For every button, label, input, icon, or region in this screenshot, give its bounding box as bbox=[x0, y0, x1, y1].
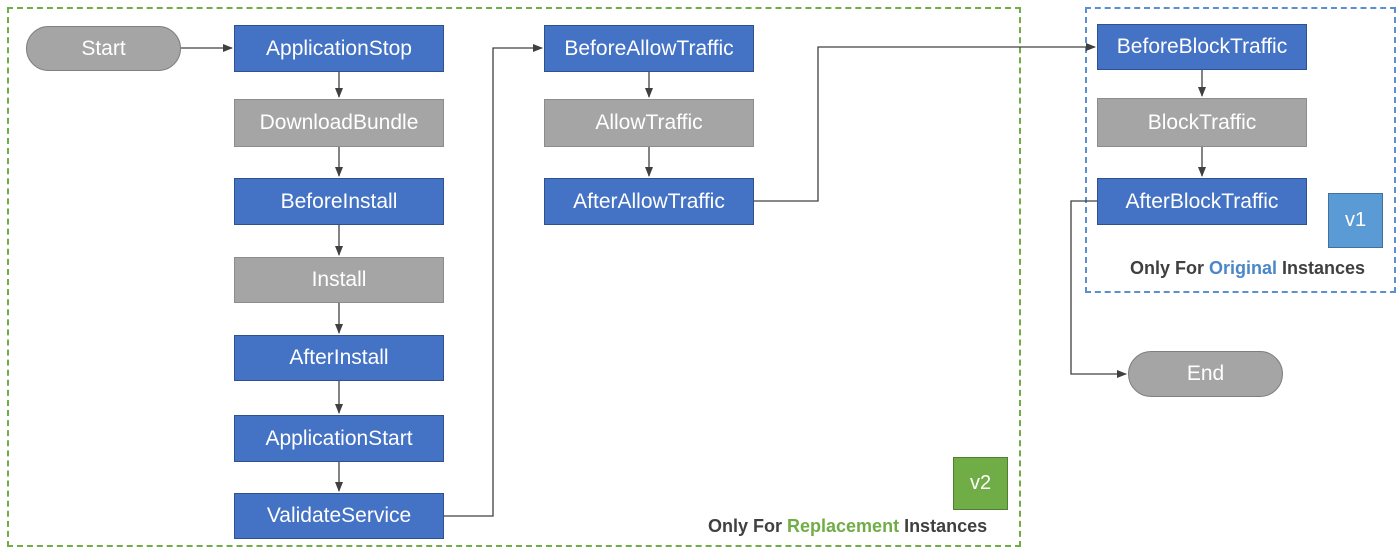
blocktraffic-node: BlockTraffic bbox=[1097, 98, 1307, 147]
end-label: End bbox=[1186, 362, 1225, 385]
original-caption-prefix: Only For bbox=[1130, 258, 1210, 278]
end-node: End bbox=[1128, 351, 1283, 397]
allowtraffic-label: AllowTraffic bbox=[595, 111, 703, 134]
downloadbundle-node: DownloadBundle bbox=[234, 99, 444, 147]
afterinstall-label: AfterInstall bbox=[289, 346, 389, 369]
beforeinstall-node: BeforeInstall bbox=[234, 178, 444, 225]
beforeblocktraffic-node: BeforeBlockTraffic bbox=[1097, 24, 1307, 70]
arrow-afterblocktraffic-to-end bbox=[1070, 200, 1127, 378]
replacement-caption-accent: Replacement bbox=[787, 516, 900, 536]
original-instances-caption: Only For Original Instances bbox=[1130, 258, 1365, 279]
v1-badge-label: v1 bbox=[1344, 209, 1367, 231]
beforeallowtraffic-label: BeforeAllowTraffic bbox=[564, 36, 734, 60]
arrow-afterallowtraffic-to-beforeblocktraffic bbox=[754, 43, 1096, 202]
arrow-validateservice-to-beforeallowtraffic bbox=[444, 44, 543, 517]
start-node: Start bbox=[26, 26, 181, 71]
original-caption-accent: Original bbox=[1209, 258, 1278, 278]
v2-badge: v2 bbox=[953, 457, 1008, 510]
afterallowtraffic-node: AfterAllowTraffic bbox=[544, 178, 754, 225]
original-caption-suffix: Instances bbox=[1277, 258, 1366, 278]
downloadbundle-label: DownloadBundle bbox=[259, 111, 419, 134]
start-label: Start bbox=[81, 36, 126, 60]
applicationstart-node: ApplicationStart bbox=[234, 415, 444, 462]
afterinstall-node: AfterInstall bbox=[234, 335, 444, 381]
validateservice-node: ValidateService bbox=[234, 493, 444, 539]
replacement-instances-group bbox=[7, 7, 1021, 547]
install-label: Install bbox=[311, 268, 367, 291]
allowtraffic-node: AllowTraffic bbox=[544, 99, 754, 147]
blocktraffic-label: BlockTraffic bbox=[1147, 110, 1257, 134]
replacement-caption-prefix: Only For bbox=[708, 516, 788, 536]
beforeallowtraffic-node: BeforeAllowTraffic bbox=[544, 25, 754, 72]
replacement-caption-suffix: Instances bbox=[899, 516, 988, 536]
applicationstop-label: ApplicationStop bbox=[266, 36, 412, 60]
afterblocktraffic-label: AfterBlockTraffic bbox=[1125, 189, 1279, 213]
replacement-instances-caption: Only For Replacement Instances bbox=[708, 516, 987, 537]
applicationstart-label: ApplicationStart bbox=[265, 426, 413, 450]
afterblocktraffic-node: AfterBlockTraffic bbox=[1097, 178, 1307, 225]
install-node: Install bbox=[234, 257, 444, 303]
beforeinstall-label: BeforeInstall bbox=[280, 189, 398, 213]
validateservice-label: ValidateService bbox=[266, 504, 412, 527]
v2-badge-label: v2 bbox=[969, 472, 992, 494]
v1-badge: v1 bbox=[1328, 193, 1383, 248]
applicationstop-node: ApplicationStop bbox=[234, 25, 444, 72]
beforeblocktraffic-label: BeforeBlockTraffic bbox=[1116, 35, 1288, 58]
original-instances-group bbox=[1085, 7, 1396, 293]
afterallowtraffic-label: AfterAllowTraffic bbox=[573, 189, 725, 213]
